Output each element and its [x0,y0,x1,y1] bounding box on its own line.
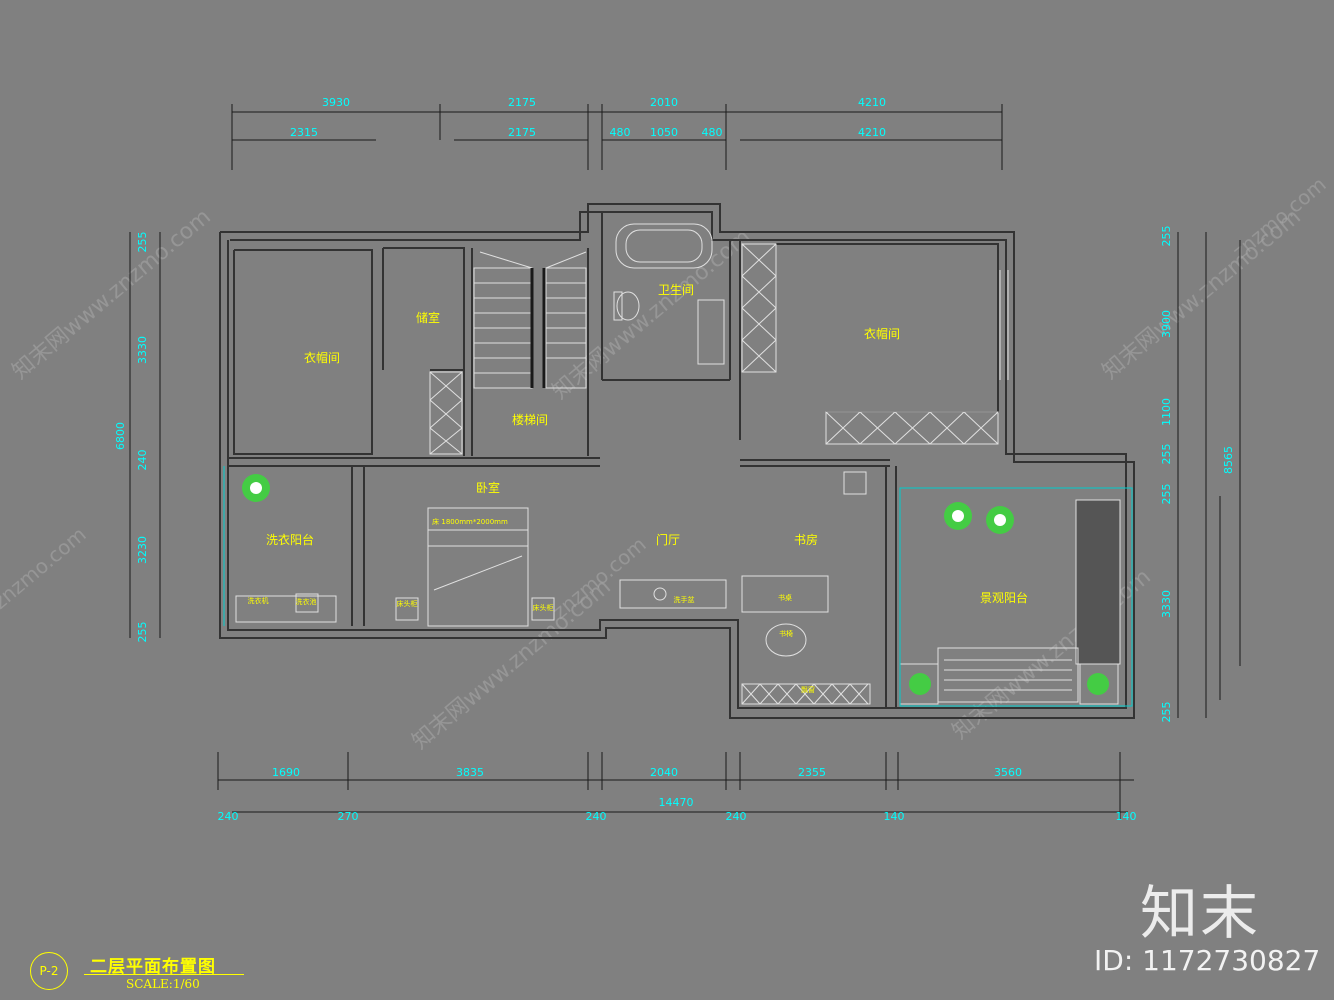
room-label-storage: 储室 [416,310,440,325]
dim-right: 255 [1160,226,1173,247]
dim-top: 480 [702,126,723,139]
dim-bottom: 240 [726,810,747,823]
watermark-text: 知末网www.znzmo.com [8,204,216,384]
dim-bottom: 140 [1116,810,1137,823]
dim-bottom: 140 [884,810,905,823]
dim-bottom-total: 14470 [659,796,694,809]
dimension-lines [129,104,1241,820]
title-underline [84,974,244,975]
chair-label: 书椅 [779,629,793,638]
drawing-title: 二层平面布置图 [90,957,216,977]
laundry-counter [235,595,337,623]
dim-top: 480 [610,126,631,139]
dim-bottom: 240 [586,810,607,823]
watermark-pattern: 知末网www.znzmo.com 知末网www.znzmo.com 知末网www… [0,172,1331,755]
room-label-study: 书房 [794,532,818,547]
sheet-badge: P-2 [30,952,68,990]
bed-size-label: 床 1800mm*2000mm [432,517,508,526]
dim-top: 2315 [290,126,318,139]
dim-right: 1100 [1160,398,1173,426]
dim-top: 1050 [650,126,678,139]
drawing-scale: SCALE:1/60 [126,977,200,991]
wardrobe-right-vertical [741,243,777,373]
bedside-label: 床头柜 [397,599,418,608]
dim-left: 240 [136,450,149,471]
room-label-closet-left: 衣帽间 [304,350,340,365]
dim-bottom: 2355 [798,766,826,779]
study-desk [741,575,829,613]
basin-label: 洗手盆 [674,595,695,604]
dim-right: 255 [1160,702,1173,723]
dim-right-total: 8565 [1222,446,1235,474]
watermark-text: znzmo.com [0,522,91,614]
wardrobe-left [429,371,463,455]
staircase [473,251,587,389]
dim-right: 3900 [1160,310,1173,338]
plants [242,474,1109,695]
toilet [613,291,640,321]
dim-bottom: 3560 [994,766,1022,779]
fixture-labels: 床 1800mm*2000mm 床头柜 床头柜 书桌 书椅 飘窗 洗衣机 洗衣池… [248,517,816,694]
room-label-foyer: 门厅 [656,532,680,547]
gravel-bed [1075,499,1121,665]
vanity [697,299,725,365]
dim-right: 255 [1160,444,1173,465]
room-label-bedroom: 卧室 [476,480,500,495]
foyer-cabinet [619,579,727,609]
dim-bottom: 3835 [456,766,484,779]
balcony-rails [223,466,1133,707]
bed [395,507,555,627]
room-label-stair: 楼梯间 [512,412,548,427]
image-id: ID: 1172730827 [1094,944,1321,977]
dim-left: 3330 [136,336,149,364]
dim-right: 3330 [1160,590,1173,618]
dim-left: 255 [136,622,149,643]
dim-top: 3930 [322,96,350,109]
sink-label: 洗衣池 [296,597,317,606]
dim-bottom: 240 [218,810,239,823]
dim-bottom: 2040 [650,766,678,779]
study-chair [765,623,807,657]
bathtub [615,223,713,269]
window-seat [741,683,871,705]
dim-right: 255 [1160,484,1173,505]
room-label-laundry-balcony: 洗衣阳台 [266,532,314,547]
room-label-closet-right: 衣帽间 [864,326,900,341]
dim-left: 255 [136,232,149,253]
dim-top: 2175 [508,96,536,109]
wardrobe-right-horizontal [825,411,999,445]
dim-top: 2175 [508,126,536,139]
dim-top: 4210 [858,96,886,109]
dim-top: 2010 [650,96,678,109]
window-seat-label: 飘窗 [801,685,815,694]
bedside-label: 床头柜 [533,603,554,612]
dimension-labels: 3930 2175 2010 4210 2315 2175 480 1050 4… [114,96,1235,823]
dim-left: 3230 [136,536,149,564]
dim-bottom: 270 [338,810,359,823]
dim-bottom: 1690 [272,766,300,779]
watermark-text: 知末网www.znzmo.com [548,224,756,404]
planter [1079,663,1119,705]
furniture [235,223,1121,705]
dim-top: 4210 [858,126,886,139]
room-label-bathroom: 卫生间 [658,283,694,297]
desk-label: 书桌 [778,593,792,602]
room-label-landscape-balcony: 景观阳台 [980,590,1028,605]
room-labels: 衣帽间 储室 楼梯间 卫生间 衣帽间 洗衣阳台 卧室 门厅 书房 景观阳台 [266,283,1028,605]
watermark-text: znzmo.com [1228,172,1331,264]
washer-label: 洗衣机 [248,596,269,605]
watermark-text: znzmo.com [548,532,651,624]
brand-watermark: 知末 [1140,879,1261,947]
dim-left-total: 6800 [114,422,127,450]
